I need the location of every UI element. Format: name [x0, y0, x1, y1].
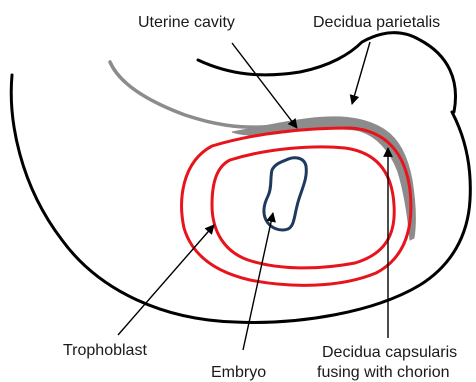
- label-trophoblast: Trophoblast: [63, 342, 147, 359]
- label-embryo: Embryo: [211, 364, 266, 381]
- embryo-shape: [264, 158, 306, 230]
- decidua-line: [110, 62, 315, 127]
- label-uterine-cavity: Uterine cavity: [138, 14, 235, 31]
- pointer-uterine-cavity: [232, 43, 297, 128]
- uterine-wall-upper: [198, 33, 456, 112]
- pointer-embryo: [243, 213, 273, 350]
- label-decidua-capsularis-line1: Decidua capsularis: [322, 344, 457, 361]
- pointer-decidua-parietalis: [352, 42, 370, 104]
- trophoblast-inner-ring: [212, 147, 394, 268]
- uterine-wall-outer: [11, 75, 470, 322]
- label-decidua-parietalis: Decidua parietalis: [313, 14, 440, 31]
- label-decidua-capsularis-line2: fusing with chorion: [317, 364, 450, 381]
